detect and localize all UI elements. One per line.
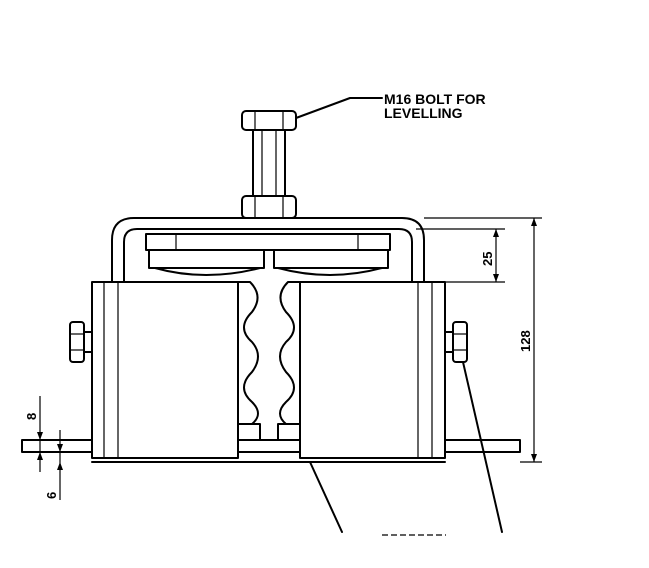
spring-caps <box>148 249 389 276</box>
bolt-callout: M16 BOLT FOR LEVELLING <box>295 91 486 121</box>
dimension-128: 128 <box>424 217 542 463</box>
side-nut-left <box>69 321 93 363</box>
side-nut-right <box>444 321 468 363</box>
dimension-128-label: 128 <box>518 330 533 352</box>
bolt-callout-line1: M16 BOLT FOR <box>384 91 486 107</box>
bolt-callout-line2: LEVELLING <box>384 105 463 121</box>
housing-left <box>91 281 239 459</box>
top-plate <box>145 233 391 251</box>
dimension-plate: 8 6 <box>22 396 70 500</box>
spring-seats <box>237 423 301 441</box>
dimension-25-label: 25 <box>480 252 495 266</box>
levelling-bolt <box>241 110 297 219</box>
leader-lines <box>309 361 503 536</box>
dimension-8-label: 8 <box>24 413 39 420</box>
dimension-25: 25 <box>416 228 505 283</box>
dimension-6-label: 6 <box>44 492 59 499</box>
housing-right <box>299 281 446 459</box>
